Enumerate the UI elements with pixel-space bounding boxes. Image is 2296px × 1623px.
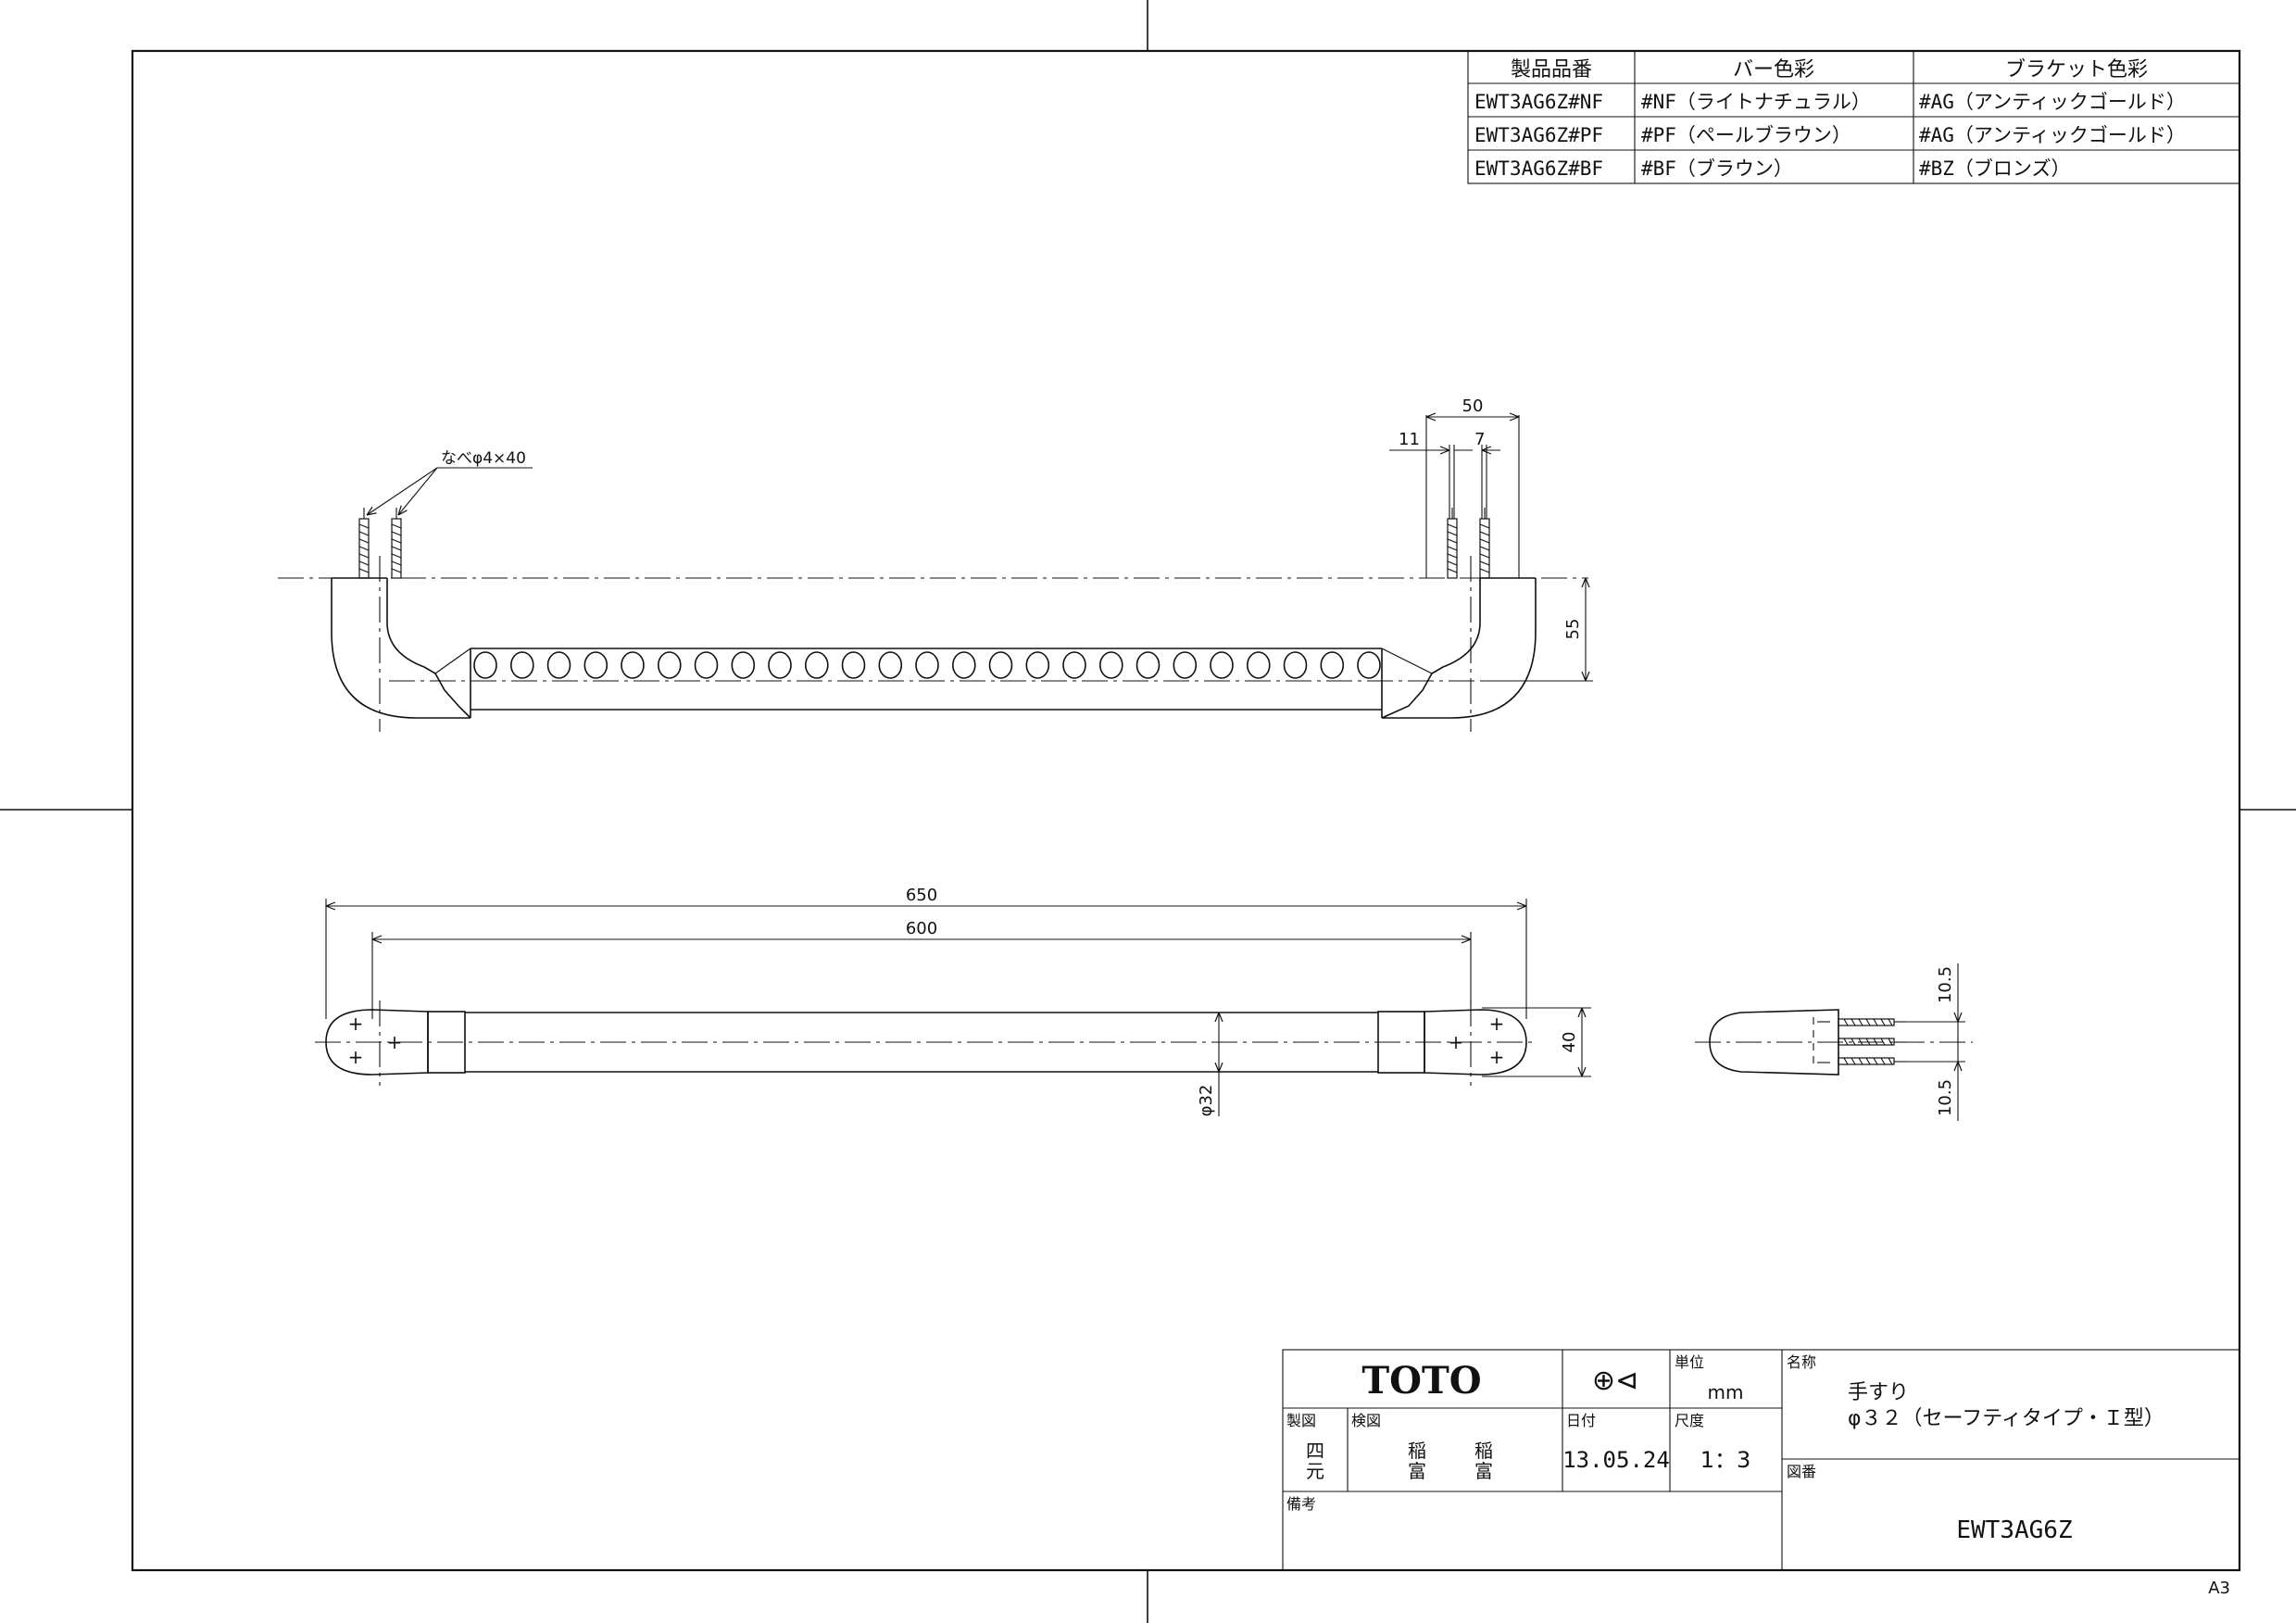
svg-text:+: + (348, 1046, 364, 1068)
front-view: なべφ4×40 50 11 7 55 (278, 396, 1593, 732)
screw-note: なべφ4×40 (441, 449, 526, 468)
grip-hole (988, 651, 1013, 679)
spec-table: 製品品番 バー色彩 ブラケット色彩 EWT3AG6Z#NF #NF（ライトナチュ… (1467, 50, 2240, 184)
dim-11: 11 (1399, 430, 1420, 449)
checked-a1: 稲 (1408, 1440, 1426, 1462)
name-line2: φ３２（セーフティタイプ・Ｉ型） (1848, 1407, 2164, 1430)
spec-cell: #AG（アンティックゴールド） (1919, 124, 2186, 146)
grip-hole (1247, 651, 1271, 679)
grip-hole (952, 651, 976, 679)
grip-hole (583, 651, 609, 679)
checked-a2: 富 (1408, 1460, 1426, 1482)
grip-hole (473, 651, 497, 679)
svg-text:+: + (348, 1013, 364, 1035)
grip-hole (1357, 651, 1381, 679)
grip-hole (731, 651, 756, 679)
spec-header-product: 製品品番 (1511, 58, 1592, 82)
screw-left-1 (358, 508, 370, 579)
dim-phi32: φ32 (1197, 1085, 1216, 1117)
grip-hole (1283, 651, 1308, 679)
date-value: 13.05.24 (1562, 1447, 1670, 1473)
sheet-size: A3 (2208, 1579, 2230, 1598)
screw-right-1 (1447, 508, 1458, 579)
drawn-value-2: 元 (1306, 1460, 1324, 1482)
projection-symbol-icon: ⊕⊲ (1592, 1365, 1638, 1397)
spec-cell: EWT3AG6Z#PF (1474, 124, 1603, 146)
dim-40: 40 (1560, 1032, 1579, 1053)
unit-value: mm (1708, 1381, 1744, 1403)
remarks-label: 備考 (1286, 1495, 1316, 1513)
spec-header-bracket-color: ブラケット色彩 (2005, 58, 2148, 82)
checked-b1: 稲 (1474, 1440, 1493, 1462)
grip-hole (841, 651, 866, 679)
toto-logo: TOTO (1361, 1359, 1481, 1403)
drawn-value-1: 四 (1306, 1440, 1324, 1462)
grip-hole (1173, 651, 1198, 679)
grip-hole (915, 651, 939, 679)
scale-label: 尺度 (1675, 1412, 1704, 1429)
spec-cell: #NF（ライトナチュラル） (1641, 91, 1871, 113)
title-block: TOTO ⊕⊲ 単位 mm 名称 手すり φ３２（セーフティタイプ・Ｉ型） 製図… (1282, 1349, 2240, 1571)
grip-hole (1135, 651, 1161, 679)
grip-hole (804, 651, 829, 679)
svg-text:+: + (1489, 1046, 1505, 1068)
checked-b2: 富 (1474, 1460, 1493, 1482)
name-line1: 手すり (1848, 1381, 1909, 1404)
grip-hole (768, 651, 792, 679)
spec-cell: EWT3AG6Z#BF (1474, 157, 1603, 180)
grip-hole (1320, 651, 1345, 679)
grip-hole (621, 651, 645, 679)
screw-left-2 (391, 508, 402, 579)
drawn-label: 製図 (1286, 1412, 1316, 1429)
spec-cell: #BF（ブラウン） (1641, 157, 1793, 180)
svg-text:+: + (1489, 1013, 1505, 1035)
grip-hole (878, 651, 903, 679)
grip-hole (1025, 651, 1050, 679)
drawing-no-label: 図番 (1787, 1463, 1816, 1480)
side-view: 10.5 10.5 (1695, 963, 1973, 1121)
date-label: 日付 (1566, 1412, 1596, 1429)
grip-hole (1062, 651, 1086, 679)
side-screws (1838, 1018, 1906, 1065)
screw-right-2 (1479, 508, 1490, 579)
dim-55: 55 (1563, 619, 1583, 640)
grip-hole (1099, 651, 1123, 679)
dim-50: 50 (1462, 396, 1484, 416)
checked-label: 検図 (1351, 1412, 1381, 1429)
dim-650: 650 (906, 886, 937, 905)
grip-hole (694, 651, 719, 679)
plan-view: + + + + + + 650 600 40 φ32 (315, 886, 1591, 1116)
spec-cell: #AG（アンティックゴールド） (1919, 91, 2186, 113)
dim-7: 7 (1474, 430, 1485, 449)
scale-value: 1：3 (1700, 1447, 1751, 1473)
spec-cell: EWT3AG6Z#NF (1474, 91, 1603, 113)
grip-hole (657, 651, 682, 679)
svg-text:+: + (1449, 1031, 1464, 1053)
grip-hole (509, 651, 534, 679)
grip-hole (1210, 651, 1234, 679)
spec-cell: #BZ（ブロンズ） (1919, 157, 2071, 180)
dim-10-5-top: 10.5 (1936, 966, 1955, 1003)
spec-cell: #PF（ペールブラウン） (1641, 124, 1851, 146)
spec-header-bar-color: バー色彩 (1733, 58, 1814, 82)
dim-10-5-bottom: 10.5 (1936, 1079, 1955, 1116)
svg-text:+: + (387, 1031, 403, 1053)
grip-holes (473, 651, 1381, 679)
name-label: 名称 (1787, 1353, 1816, 1371)
unit-label: 単位 (1675, 1353, 1704, 1371)
dim-600: 600 (906, 919, 937, 938)
grip-hole (546, 651, 571, 679)
drawing-no-value: EWT3AG6Z (1956, 1516, 2072, 1544)
